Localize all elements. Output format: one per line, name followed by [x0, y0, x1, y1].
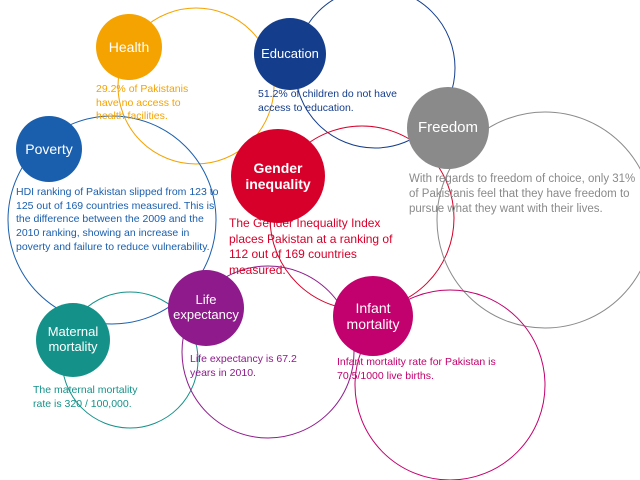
poverty-ring	[7, 115, 217, 325]
maternal-mortality-description: The maternal mortality rate is 320 / 100…	[33, 384, 138, 410]
life-expectancy-label: Life expectancy	[173, 292, 239, 322]
gender-inequality-description: The Gender Inequality Index places Pakis…	[229, 216, 393, 277]
health-label: Health	[108, 38, 150, 55]
gender-inequality-label: Gender inequality	[245, 159, 311, 192]
infant-mortality-node: Infant mortality	[333, 276, 413, 356]
poverty-label: Poverty	[25, 140, 73, 157]
maternal-mortality-label: Maternal mortality	[47, 324, 99, 354]
infant-mortality-description: Infant mortality rate for Pakistan is 70…	[337, 356, 496, 382]
freedom-node: Freedom	[407, 87, 489, 169]
maternal-mortality-node: Maternal mortality	[36, 303, 110, 377]
education-label: Education	[261, 45, 319, 61]
gender-inequality-node: Gender inequality	[231, 129, 325, 223]
health-node: Health	[96, 14, 162, 80]
poverty-node: Poverty	[16, 116, 82, 182]
poverty-description: HDI ranking of Pakistan slipped from 123…	[16, 186, 219, 253]
education-description: 51.2% of children do not have access to …	[258, 88, 397, 114]
education-node: Education	[254, 18, 326, 90]
infant-ring	[354, 289, 546, 480]
life-expectancy-description: Life expectancy is 67.2 years in 2010.	[190, 353, 297, 379]
life-expectancy-node: Life expectancy	[168, 270, 244, 346]
freedom-ring	[436, 111, 640, 329]
life-ring	[181, 265, 355, 439]
freedom-label: Freedom	[417, 119, 479, 137]
freedom-description: With regards to freedom of choice, only …	[409, 173, 636, 215]
infant-mortality-label: Infant mortality	[346, 299, 400, 332]
health-description: 29.2% of Pakistanis have no access to he…	[96, 83, 189, 123]
